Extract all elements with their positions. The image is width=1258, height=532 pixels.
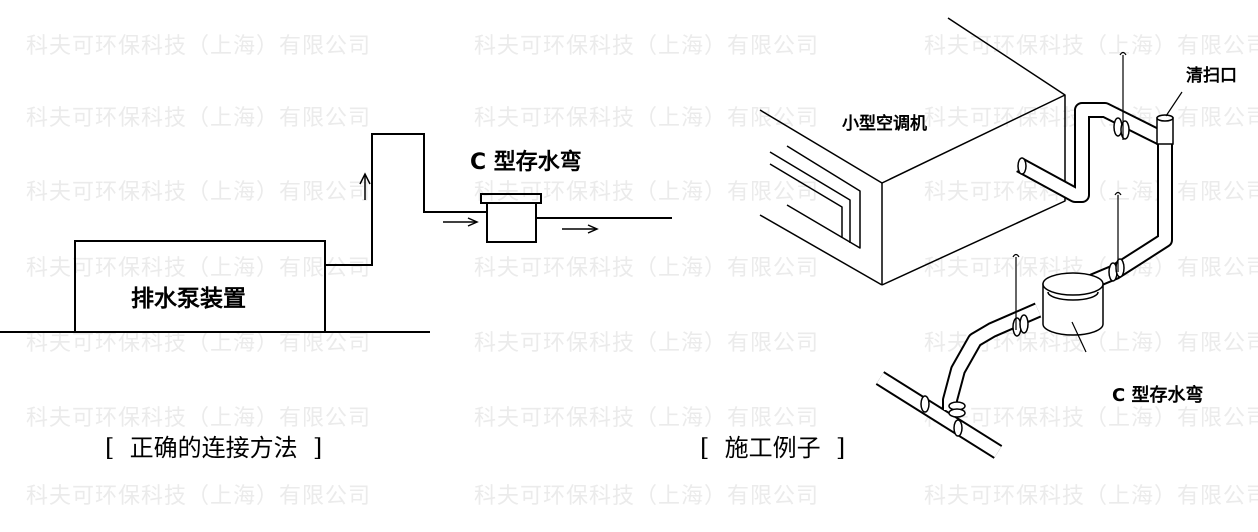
cleanout-leader — [1165, 91, 1183, 117]
ac-unit-bottom-edge — [759, 214, 883, 286]
pipe-joint — [920, 395, 930, 413]
hanger-rod-hook — [1119, 51, 1127, 56]
cleanout-cap-top — [1156, 114, 1174, 122]
pump-label: 排水泵装置 — [131, 286, 246, 312]
flow-arrow-up-head — [359, 172, 371, 185]
ac-unit-outline — [881, 17, 1066, 286]
cleanout-label: 清扫口 — [1186, 66, 1237, 86]
right-trap-label: C 型存水弯 — [1112, 385, 1204, 406]
pipe-joint — [953, 419, 963, 437]
ac-grille-inner — [769, 151, 851, 243]
flow-arrow-in-head — [467, 217, 479, 227]
drain-pipe — [325, 133, 486, 266]
pipe-joint — [1019, 314, 1029, 334]
cleanout-cap — [1156, 117, 1174, 145]
pipe-joint — [948, 408, 966, 418]
pipe-joint — [1120, 120, 1130, 140]
flow-arrow-out-head — [587, 224, 599, 234]
right-caption: [ 施工例子 ] — [700, 434, 846, 462]
trap-leader — [1071, 321, 1087, 353]
ac-unit-label: 小型空调机 — [842, 114, 927, 134]
left-trap-label: C 型存水弯 — [470, 150, 582, 175]
left-caption: [ 正确的连接方法 ] — [105, 434, 323, 462]
ac-grille-inner-2 — [769, 163, 843, 238]
c-trap-body — [486, 202, 537, 243]
hanger-rod-hook — [1012, 253, 1020, 258]
right-c-trap — [1042, 272, 1104, 336]
hanger-rod-hook — [1114, 191, 1122, 196]
pipe-joint — [1115, 258, 1125, 278]
ac-grille-outer — [786, 145, 861, 249]
pipe-joint — [1017, 157, 1027, 175]
pump-box — [74, 240, 326, 333]
